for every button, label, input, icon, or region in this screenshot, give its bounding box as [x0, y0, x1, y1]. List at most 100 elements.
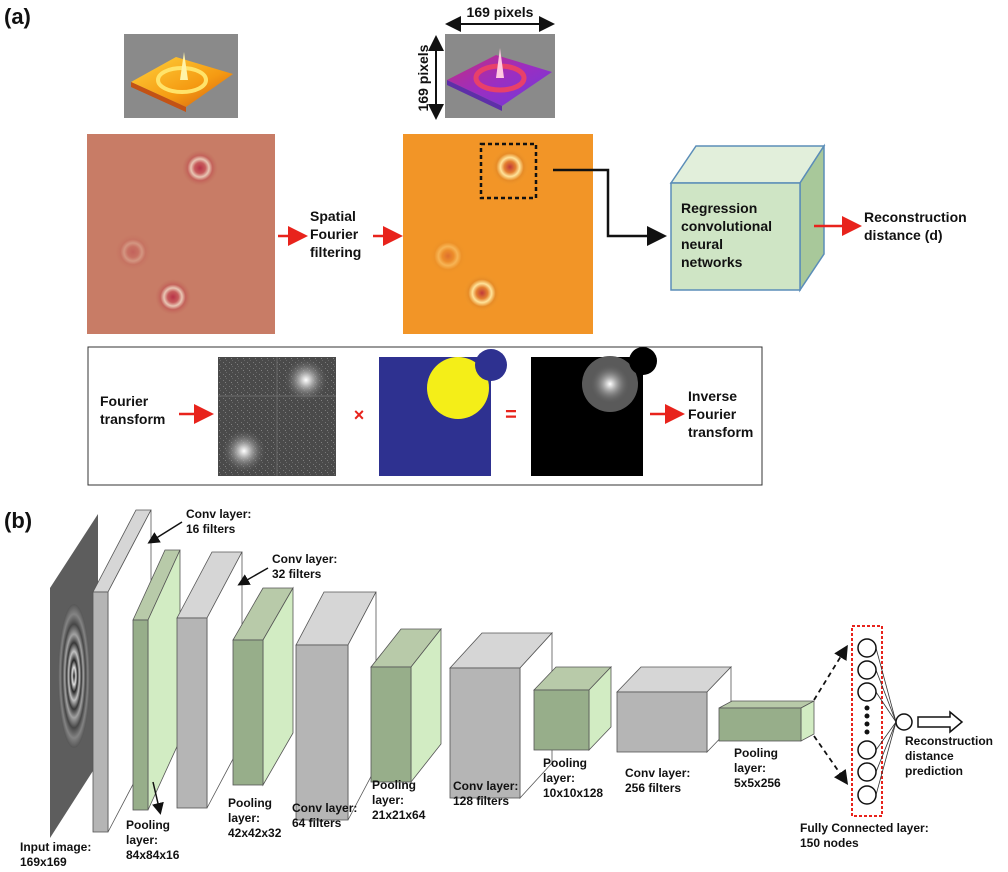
filter-mask-image — [379, 349, 507, 476]
svg-text:21x21x64: 21x21x64 — [372, 808, 426, 822]
fc-connection — [875, 721, 897, 751]
svg-text:layer:: layer: — [372, 793, 404, 807]
pool84-block — [132, 549, 181, 811]
pool10-label: Pooling layer: 10x10x128 — [543, 756, 603, 800]
svg-text:128 filters: 128 filters — [453, 794, 509, 808]
fc-label: Fully Connected layer: 150 nodes — [800, 821, 929, 850]
flatten-arrow-up — [813, 644, 848, 701]
fc-node — [857, 740, 877, 760]
svg-text:169x169: 169x169 — [20, 855, 67, 869]
svg-text:256 filters: 256 filters — [625, 781, 681, 795]
conv128-label: Conv layer: 128 filters — [453, 779, 518, 808]
fc-connection — [875, 669, 897, 723]
svg-text:Fourier: Fourier — [310, 226, 359, 242]
svg-text:Fourier: Fourier — [688, 406, 737, 422]
filtered-spectrum-image — [531, 347, 657, 476]
fc-connection — [875, 691, 897, 723]
fc-ellipsis-dot — [864, 705, 870, 711]
svg-text:Conv layer:: Conv layer: — [453, 779, 518, 793]
fc-node — [857, 682, 877, 702]
pool5-block — [718, 700, 815, 742]
pool5-label: Pooling layer: 5x5x256 — [734, 746, 781, 790]
crop-region-box — [479, 142, 538, 200]
svg-text:Conv layer:: Conv layer: — [186, 507, 251, 521]
svg-text:Pooling: Pooling — [228, 796, 272, 810]
conv256-block — [616, 666, 732, 753]
svg-text:layer:: layer: — [543, 771, 575, 785]
cnn-box: Regression convolutional neural networks — [669, 143, 826, 293]
svg-text:Regression: Regression — [681, 200, 757, 216]
hologram-image-filtered — [403, 134, 593, 334]
surface-plot-right — [445, 34, 555, 118]
output-arrow — [917, 710, 964, 734]
svg-text:Reconstruction: Reconstruction — [905, 734, 993, 748]
svg-text:Reconstruction: Reconstruction — [864, 209, 967, 225]
svg-text:Spatial: Spatial — [310, 208, 356, 224]
surface-plot-left — [124, 34, 238, 118]
svg-text:10x10x128: 10x10x128 — [543, 786, 603, 800]
pool84-pointer — [152, 781, 164, 815]
fc-node — [857, 660, 877, 680]
multiply-symbol: × — [354, 405, 365, 425]
panel-a-label: (a) — [4, 4, 31, 29]
conv64-block — [295, 591, 377, 821]
svg-text:Inverse: Inverse — [688, 388, 737, 404]
svg-text:Fully Connected layer:: Fully Connected layer: — [800, 821, 929, 835]
svg-text:networks: networks — [681, 254, 743, 270]
pool42-label: Pooling layer: 42x42x32 — [228, 796, 282, 840]
panel-b-label: (b) — [4, 508, 32, 533]
fc-node — [857, 638, 877, 658]
svg-text:Pooling: Pooling — [734, 746, 778, 760]
fc-connection — [875, 647, 897, 723]
prediction-label: Reconstruction distance prediction — [905, 734, 993, 778]
svg-text:84x84x16: 84x84x16 — [126, 848, 180, 862]
svg-text:distance: distance — [905, 749, 954, 763]
fc-connection — [875, 721, 897, 796]
fc-ellipsis-dot — [864, 713, 870, 719]
svg-text:Conv layer:: Conv layer: — [272, 552, 337, 566]
svg-text:64 filters: 64 filters — [292, 816, 342, 830]
svg-text:layer:: layer: — [126, 833, 158, 847]
pool21-label: Pooling layer: 21x21x64 — [372, 778, 426, 822]
conv16-pointer — [147, 521, 183, 544]
conv32-label: Conv layer: 32 filters — [272, 552, 337, 581]
svg-text:Input image:: Input image: — [20, 840, 91, 854]
fc-node — [857, 785, 877, 805]
conv64-label: Conv layer: 64 filters — [292, 801, 357, 830]
cnn-layers — [92, 509, 815, 833]
fc-ellipsis-dot — [864, 729, 870, 735]
svg-text:Conv layer:: Conv layer: — [625, 766, 690, 780]
svg-text:neural: neural — [681, 236, 723, 252]
pool10-block — [533, 666, 612, 751]
input-image — [50, 514, 98, 838]
fc-connection — [875, 721, 897, 773]
svg-text:filtering: filtering — [310, 244, 361, 260]
svg-text:Conv layer:: Conv layer: — [292, 801, 357, 815]
conv16-label: Conv layer: 16 filters — [186, 507, 251, 536]
svg-text:Pooling: Pooling — [372, 778, 416, 792]
fourier-spectrum-image — [218, 357, 336, 476]
conv256-label: Conv layer: 256 filters — [625, 766, 690, 795]
fc-ellipsis-dot — [864, 721, 870, 727]
hologram-image-raw — [87, 134, 275, 334]
flatten-arrow-down — [813, 735, 849, 785]
fourier-transform-label: Fourier transform — [100, 393, 165, 427]
fc-nodes — [857, 638, 897, 805]
conv32-pointer — [237, 567, 269, 586]
pool84-label: Pooling layer: 84x84x16 — [126, 818, 180, 862]
output-label: Reconstruction distance (d) — [864, 209, 967, 243]
svg-text:Pooling: Pooling — [543, 756, 587, 770]
inverse-fourier-label: Inverse Fourier transform — [688, 388, 753, 440]
pool21-block — [370, 627, 442, 784]
svg-text:transform: transform — [100, 411, 165, 427]
input-label: Input image: 169x169 — [20, 840, 91, 869]
width-dimension-label: 169 pixels — [467, 4, 534, 20]
svg-text:prediction: prediction — [905, 764, 963, 778]
svg-text:5x5x256: 5x5x256 — [734, 776, 781, 790]
svg-text:convolutional: convolutional — [681, 218, 772, 234]
svg-text:distance (d): distance (d) — [864, 227, 943, 243]
spatial-filtering-label: Spatial Fourier filtering — [310, 208, 361, 260]
height-dimension-label: 169 pixels — [415, 44, 431, 111]
conv128-block — [449, 631, 553, 800]
pool42-block — [232, 586, 294, 787]
